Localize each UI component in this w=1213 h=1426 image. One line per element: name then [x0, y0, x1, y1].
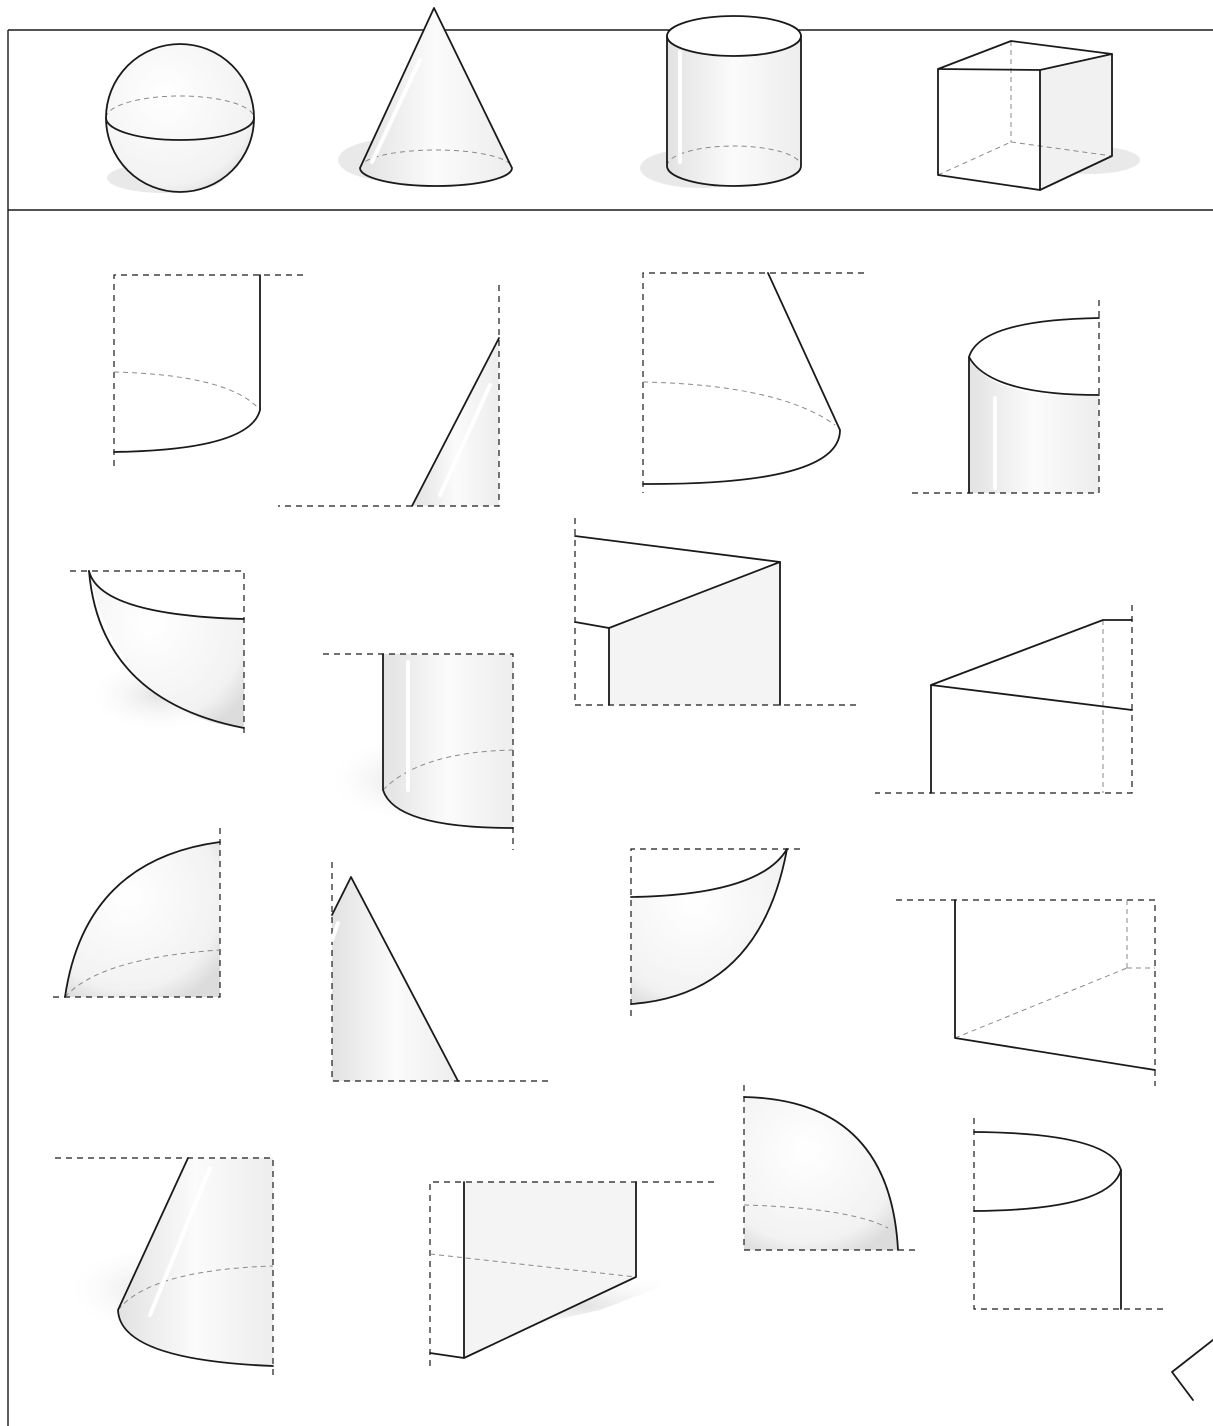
cone-icon — [338, 8, 512, 186]
cylinder-icon — [640, 16, 801, 188]
sphere-icon — [106, 44, 254, 193]
sphere-octant-fragment — [70, 571, 244, 735]
cylinder-half-fragment — [974, 1118, 1163, 1309]
cylinder-quarter-fragment — [114, 275, 303, 468]
cube-icon — [938, 41, 1140, 190]
cube-wedge-fragment — [875, 605, 1132, 793]
cone-slice-fragment — [278, 285, 499, 506]
sphere-quarter-fragment — [744, 1085, 918, 1250]
cone-quarter-fragment — [55, 1158, 273, 1376]
cylinder-quarter-fragment — [323, 654, 513, 850]
triangle-corner-icon — [1172, 1340, 1213, 1400]
cylinder-half-fragment — [910, 300, 1099, 493]
sphere-quarter-fragment — [50, 828, 220, 997]
cone-slice-fragment — [332, 862, 552, 1081]
cube-slab-fragment — [430, 1182, 714, 1370]
sphere-bowl-fragment — [631, 849, 800, 1018]
cube-half-fragment — [896, 900, 1155, 1086]
cone-half-fragment — [643, 273, 864, 493]
cube-half-fragment — [575, 518, 858, 705]
